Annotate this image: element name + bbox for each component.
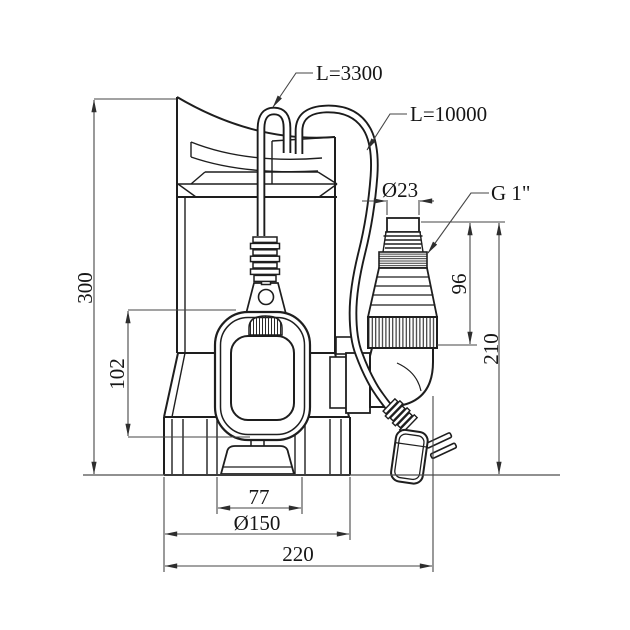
label-hose-diameter: Ø23	[382, 178, 418, 202]
dim-connector-96: 96	[421, 221, 505, 346]
hose-connector	[366, 217, 439, 349]
power-cable	[294, 104, 396, 414]
float-bracket	[219, 445, 296, 475]
dim-hose-diameter-23: Ø23	[362, 178, 434, 215]
label-body-diameter: Ø150	[234, 511, 281, 535]
dim-height-300: 300	[73, 98, 176, 475]
leader-thread-size: G 1"	[427, 181, 531, 254]
float-switch	[213, 236, 312, 475]
plug-strain-relief	[382, 397, 419, 434]
thread-section	[378, 251, 428, 269]
gland-screw	[257, 288, 275, 306]
label-float-cable-length: L=3300	[316, 61, 383, 85]
label-total-width: 220	[282, 542, 314, 566]
label-height-300: 300	[73, 272, 97, 304]
outlet-elbow	[329, 336, 434, 414]
label-power-cable-length: L=10000	[410, 102, 487, 126]
dim-float-base-77: 77	[216, 477, 303, 514]
hose-top-cylinder	[386, 217, 420, 233]
dim-float-102: 102	[105, 309, 250, 438]
float-cable	[256, 106, 292, 236]
label-thread-size: G 1"	[491, 181, 531, 205]
plug-pins	[425, 432, 458, 460]
label-connector-96: 96	[447, 274, 471, 295]
hose-barb	[382, 231, 424, 253]
outlet-flange	[329, 356, 348, 409]
float-top-cap	[248, 315, 283, 336]
leader-float-cable-length: L=3300	[272, 61, 383, 108]
power-plug	[390, 428, 458, 485]
dim-outlet-210: 210	[479, 222, 503, 475]
dim-body-diameter-150: Ø150	[163, 477, 351, 540]
dim-total-width-220: 220	[163, 396, 434, 572]
label-float-102: 102	[105, 358, 129, 390]
float-window	[230, 335, 295, 421]
collar-nut	[367, 316, 438, 349]
float-cable-spring	[249, 236, 281, 283]
leader-power-cable-length: L=10000	[366, 102, 487, 151]
tapered-steps	[366, 267, 439, 318]
label-outlet-210: 210	[479, 333, 503, 365]
label-float-base-77: 77	[249, 485, 270, 509]
carry-handle	[190, 136, 338, 185]
plug-body	[390, 428, 429, 485]
